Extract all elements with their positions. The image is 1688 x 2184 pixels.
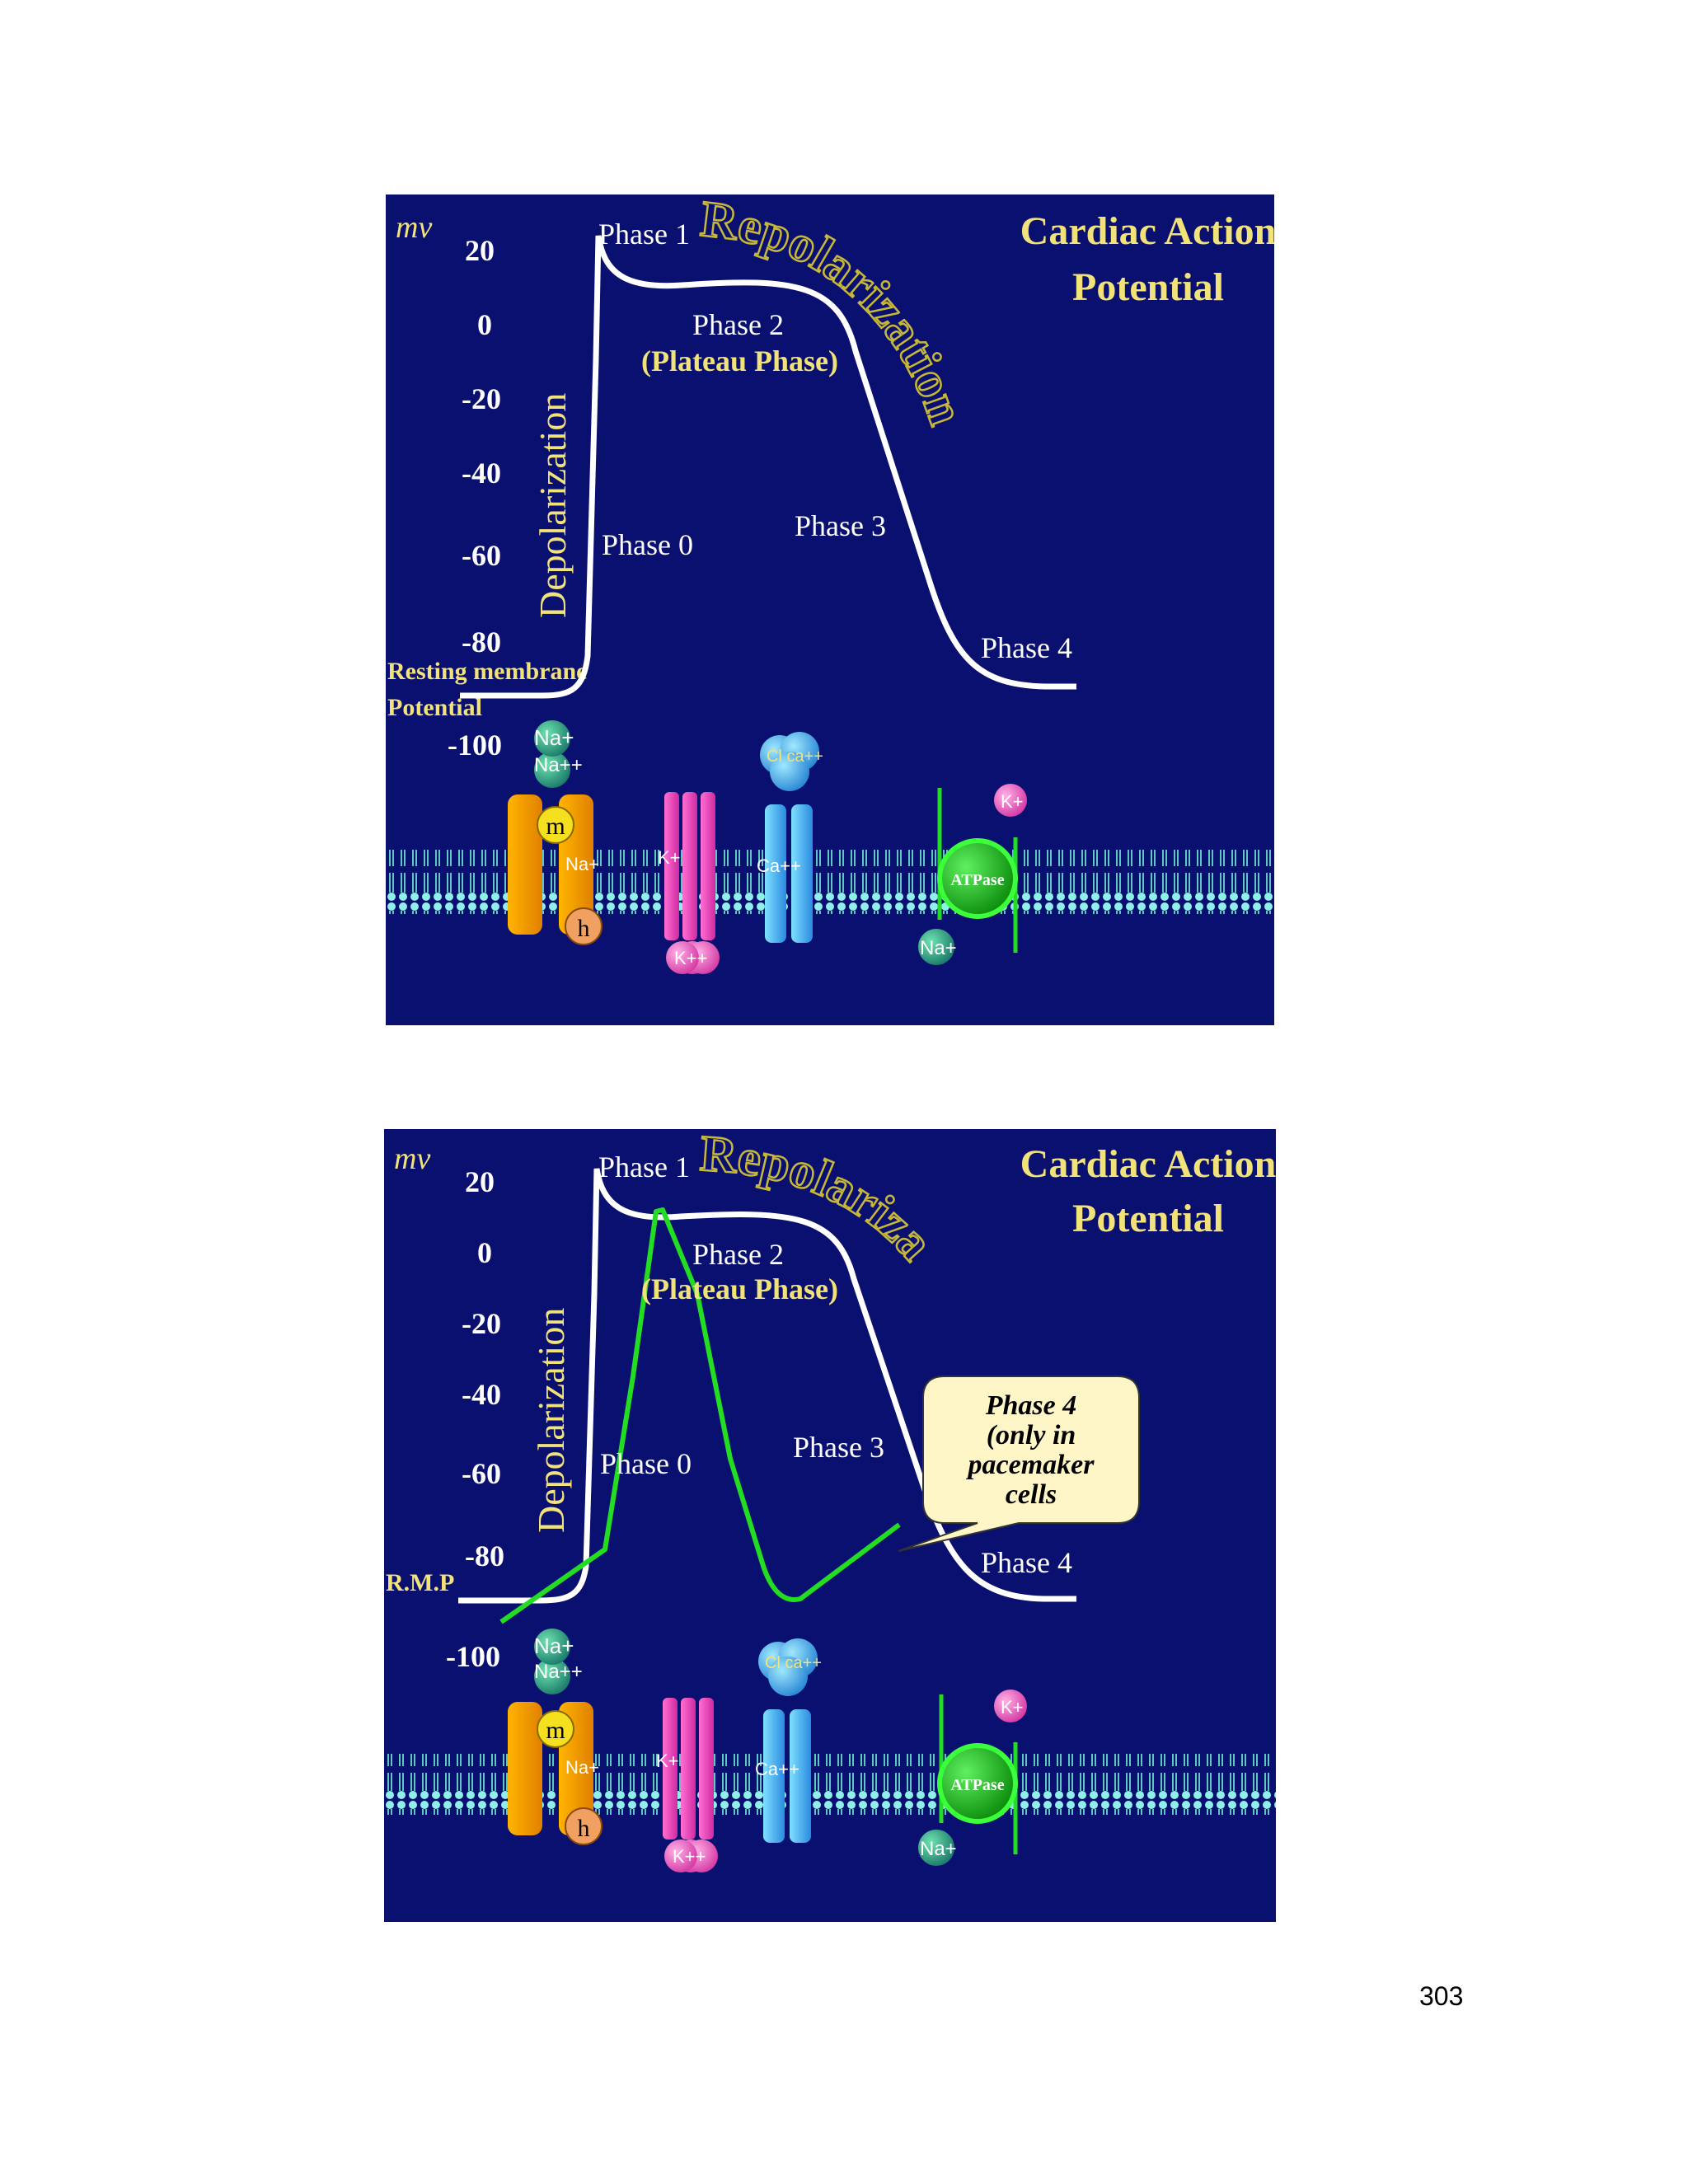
rmp-label: R.M.P bbox=[386, 1569, 454, 1596]
calcium-channel: Cl ca++ Ca++ bbox=[755, 1638, 822, 1843]
callout-line2: (only in bbox=[987, 1420, 1076, 1451]
ca-channel-ion: Ca++ bbox=[755, 1759, 799, 1779]
pump-na-ion: Na+ bbox=[920, 937, 957, 959]
depolarization-label: Depolarization bbox=[530, 1308, 572, 1533]
na-ion-label-2: Na++ bbox=[534, 1661, 583, 1683]
atpase-label: ATPase bbox=[950, 1776, 1004, 1794]
tick-label: 0 bbox=[477, 1236, 492, 1269]
na-ion-label: Na+ bbox=[534, 725, 574, 750]
callout-line4: cells bbox=[1006, 1479, 1057, 1510]
plateau-label: (Plateau Phase) bbox=[641, 1272, 838, 1305]
plateau-label: (Plateau Phase) bbox=[641, 344, 838, 377]
m-gate-label: m bbox=[546, 1717, 565, 1744]
ca-ions-label: Cl ca++ bbox=[765, 1654, 822, 1672]
pacemaker-callout: Phase 4 (only in pacemaker cells bbox=[898, 1376, 1140, 1552]
sodium-channel: m h Na+ bbox=[508, 794, 603, 945]
slide-title-line2: Potential bbox=[1072, 1197, 1224, 1240]
callout-line3: pacemaker bbox=[966, 1450, 1095, 1480]
phase2-label: Phase 2 bbox=[692, 308, 784, 341]
phase4-label: Phase 4 bbox=[981, 631, 1072, 664]
pump-k-ion: K+ bbox=[1001, 1697, 1024, 1718]
h-gate-label: h bbox=[578, 1815, 590, 1842]
atpase-pump: ATPase K+ Na+ bbox=[918, 1690, 1027, 1866]
k-channel-ion: K+ bbox=[658, 847, 681, 868]
tick-label: -60 bbox=[462, 539, 501, 572]
page-number: 303 bbox=[1419, 1981, 1464, 2011]
sodium-ions: Na+ Na++ bbox=[534, 1629, 583, 1694]
na-ion-label-2: Na++ bbox=[534, 754, 583, 776]
phase1-label: Phase 1 bbox=[598, 1151, 690, 1183]
atpase-pump: ATPase K+ Na+ bbox=[918, 784, 1027, 965]
slide-1-graphic: Cardiac Action Potential mv 20 0 -20 -40… bbox=[386, 194, 1274, 974]
action-potential-curve bbox=[458, 1168, 1076, 1604]
tick-label: -100 bbox=[448, 729, 502, 762]
phase3-label: Phase 3 bbox=[793, 1431, 884, 1464]
phase0-label: Phase 0 bbox=[600, 1447, 692, 1480]
tick-label: 0 bbox=[477, 308, 492, 341]
phase3-label: Phase 3 bbox=[795, 509, 886, 542]
na-ion-label: Na+ bbox=[534, 1633, 574, 1658]
sodium-ions: Na+ Na++ bbox=[534, 720, 583, 788]
na-channel-ion: Na+ bbox=[565, 854, 599, 874]
potassium-channel: K+ K++ bbox=[658, 792, 720, 974]
y-axis-ticks: 20 0 -20 -40 -60 -80 -100 bbox=[448, 234, 502, 762]
tick-label: -60 bbox=[462, 1457, 501, 1490]
action-potential-curve bbox=[460, 235, 1076, 699]
phase0-label: Phase 0 bbox=[602, 528, 693, 561]
na-channel-ion: Na+ bbox=[565, 1757, 599, 1778]
pump-k-ion: K+ bbox=[1001, 791, 1024, 812]
k-ion-label: K++ bbox=[673, 1846, 706, 1867]
k-channel-ion: K+ bbox=[656, 1750, 679, 1771]
resting-potential-label: Resting membrane bbox=[387, 658, 587, 685]
sodium-channel: m h Na+ bbox=[508, 1702, 603, 1845]
unit-label: mv bbox=[396, 210, 432, 245]
slide-title-line2: Potential bbox=[1072, 265, 1224, 309]
ca-channel-ion: Ca++ bbox=[757, 855, 801, 876]
y-axis-ticks: 20 0 -20 -40 -60 -80 -100 bbox=[446, 1165, 504, 1673]
depolarization-label: Depolarization bbox=[532, 393, 574, 618]
tick-label: -80 bbox=[462, 626, 501, 658]
calcium-channel: Cl ca++ Ca++ bbox=[757, 732, 823, 943]
tick-label: -80 bbox=[465, 1540, 504, 1572]
unit-label: mv bbox=[394, 1141, 430, 1176]
m-gate-label: m bbox=[546, 813, 565, 840]
pump-na-ion: Na+ bbox=[920, 1838, 957, 1860]
slide-2-graphic: Cardiac Action Potential mv 20 0 -20 -40… bbox=[384, 1129, 1276, 1872]
atpase-label: ATPase bbox=[950, 871, 1004, 889]
slide-cardiac-action-potential-2: Cardiac Action Potential mv 20 0 -20 -40… bbox=[384, 1129, 1276, 1922]
tick-label: -40 bbox=[462, 457, 501, 490]
k-ion-label: K++ bbox=[674, 948, 707, 968]
h-gate-label: h bbox=[578, 915, 590, 942]
slide-title-line1: Cardiac Action bbox=[1020, 1142, 1276, 1186]
tick-label: -20 bbox=[462, 382, 501, 415]
tick-label: 20 bbox=[465, 1165, 495, 1198]
pacemaker-potential-curve bbox=[499, 1207, 901, 1624]
tick-label: 20 bbox=[465, 234, 495, 267]
phase4-label: Phase 4 bbox=[981, 1546, 1072, 1579]
potassium-channel: K+ K++ bbox=[656, 1698, 718, 1872]
phase1-label: Phase 1 bbox=[598, 218, 690, 251]
slide-title-line1: Cardiac Action bbox=[1020, 209, 1274, 253]
slide-cardiac-action-potential-1: Cardiac Action Potential mv 20 0 -20 -40… bbox=[386, 194, 1274, 1025]
tick-label: -100 bbox=[446, 1640, 500, 1673]
tick-label: -40 bbox=[462, 1378, 501, 1411]
callout-line1: Phase 4 bbox=[985, 1390, 1077, 1421]
tick-label: -20 bbox=[462, 1307, 501, 1340]
ca-ions-label: Cl ca++ bbox=[767, 748, 823, 766]
phase2-label: Phase 2 bbox=[692, 1238, 784, 1271]
